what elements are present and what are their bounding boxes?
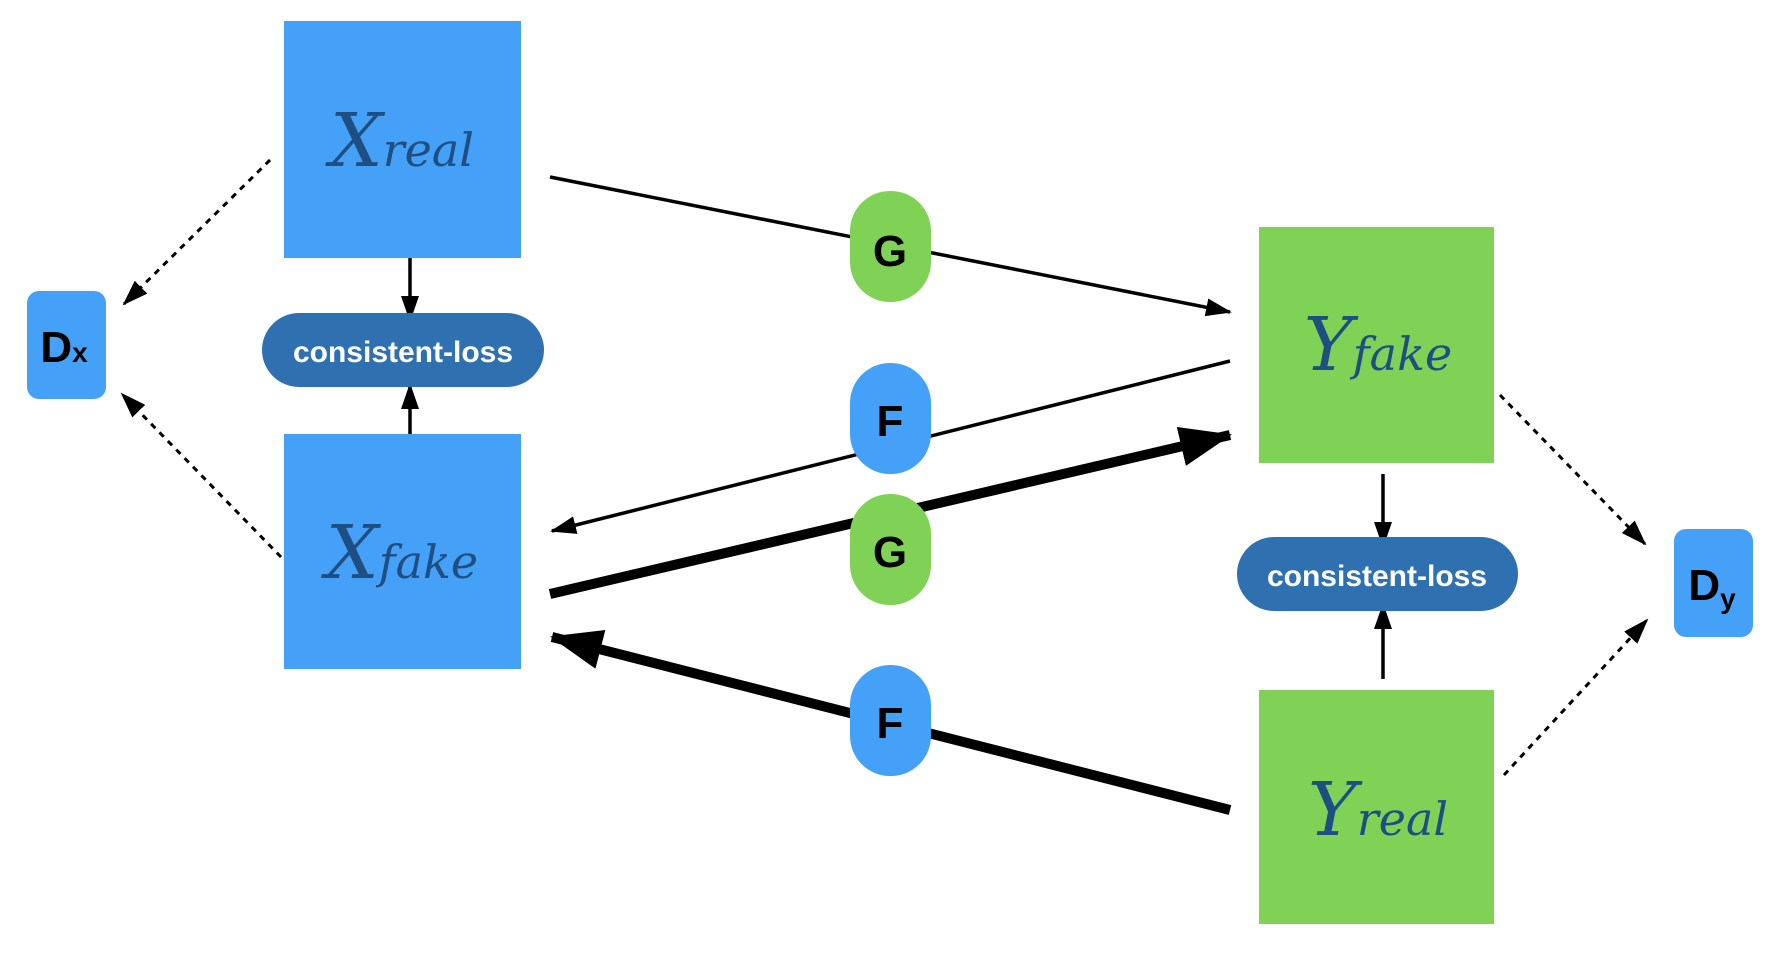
generator-g-bottom-pill [850, 494, 931, 605]
consistent-loss-right-pill [1237, 537, 1518, 611]
discriminator-dx: Dx [27, 291, 106, 399]
node-x-fake-main: X [321, 510, 382, 596]
generator-g-top-label: G [873, 227, 907, 276]
node-y-real-sub: real [1357, 792, 1448, 846]
node-x-real: Xreal [284, 21, 521, 258]
generator-f-bottom: F [850, 665, 931, 776]
generator-g-top: G [850, 191, 931, 302]
node-x-fake-box [284, 434, 521, 669]
svg-text:Xfake: Xfake [321, 510, 478, 596]
dotted-arrow-xfake-to-dx [120, 392, 283, 559]
svg-text:Xreal: Xreal [325, 98, 474, 184]
node-y-real-main: Y [1308, 767, 1363, 853]
node-x-real-sub: real [383, 123, 474, 177]
consistent-loss-left: consistent-loss [262, 313, 544, 387]
dotted-arrow-yfake-to-dy [1498, 393, 1647, 546]
dotted-arrow-xreal-to-dx [122, 158, 272, 306]
svg-text:Yreal: Yreal [1308, 767, 1448, 853]
svg-text:Dy: Dy [1688, 561, 1736, 614]
generator-g-top-pill [850, 191, 931, 302]
discriminator-dx-box [27, 291, 106, 399]
consistent-loss-left-label: consistent-loss [293, 336, 513, 369]
node-y-fake-main: Y [1304, 302, 1359, 388]
discriminator-dy-box [1674, 529, 1753, 637]
node-y-real-box [1259, 690, 1494, 924]
consistent-loss-right-label: consistent-loss [1267, 560, 1487, 593]
node-x-real-box [284, 21, 521, 258]
node-y-fake-sub: fake [1350, 327, 1453, 381]
node-y-fake: Yfake [1259, 227, 1494, 463]
node-y-real: Yreal [1259, 690, 1494, 924]
node-x-fake: Xfake [284, 434, 521, 669]
generator-g-bottom-label: G [873, 528, 907, 577]
dotted-arrow-yreal-to-dy [1502, 618, 1649, 777]
consistent-loss-right: consistent-loss [1237, 537, 1518, 611]
node-y-fake-box [1259, 227, 1494, 463]
generator-f-bottom-pill [850, 665, 931, 776]
svg-text:Dx: Dx [40, 323, 88, 372]
generator-g-bottom: G [850, 494, 931, 605]
generator-f-top-pill [850, 363, 931, 474]
node-x-real-main: X [325, 98, 386, 184]
consistent-loss-left-pill [262, 313, 544, 387]
discriminator-dy-main: D [1688, 561, 1720, 610]
discriminator-dx-main: D [40, 323, 72, 372]
discriminator-dy: Dy [1674, 529, 1753, 637]
generator-f-top: F [850, 363, 931, 474]
discriminator-dx-sub: x [72, 337, 88, 368]
generator-f-bottom-label: F [877, 699, 904, 748]
generator-f-top-label: F [877, 397, 904, 446]
discriminator-dy-sub: y [1720, 583, 1736, 614]
svg-text:Yfake: Yfake [1304, 302, 1452, 388]
node-x-fake-sub: fake [376, 535, 479, 589]
